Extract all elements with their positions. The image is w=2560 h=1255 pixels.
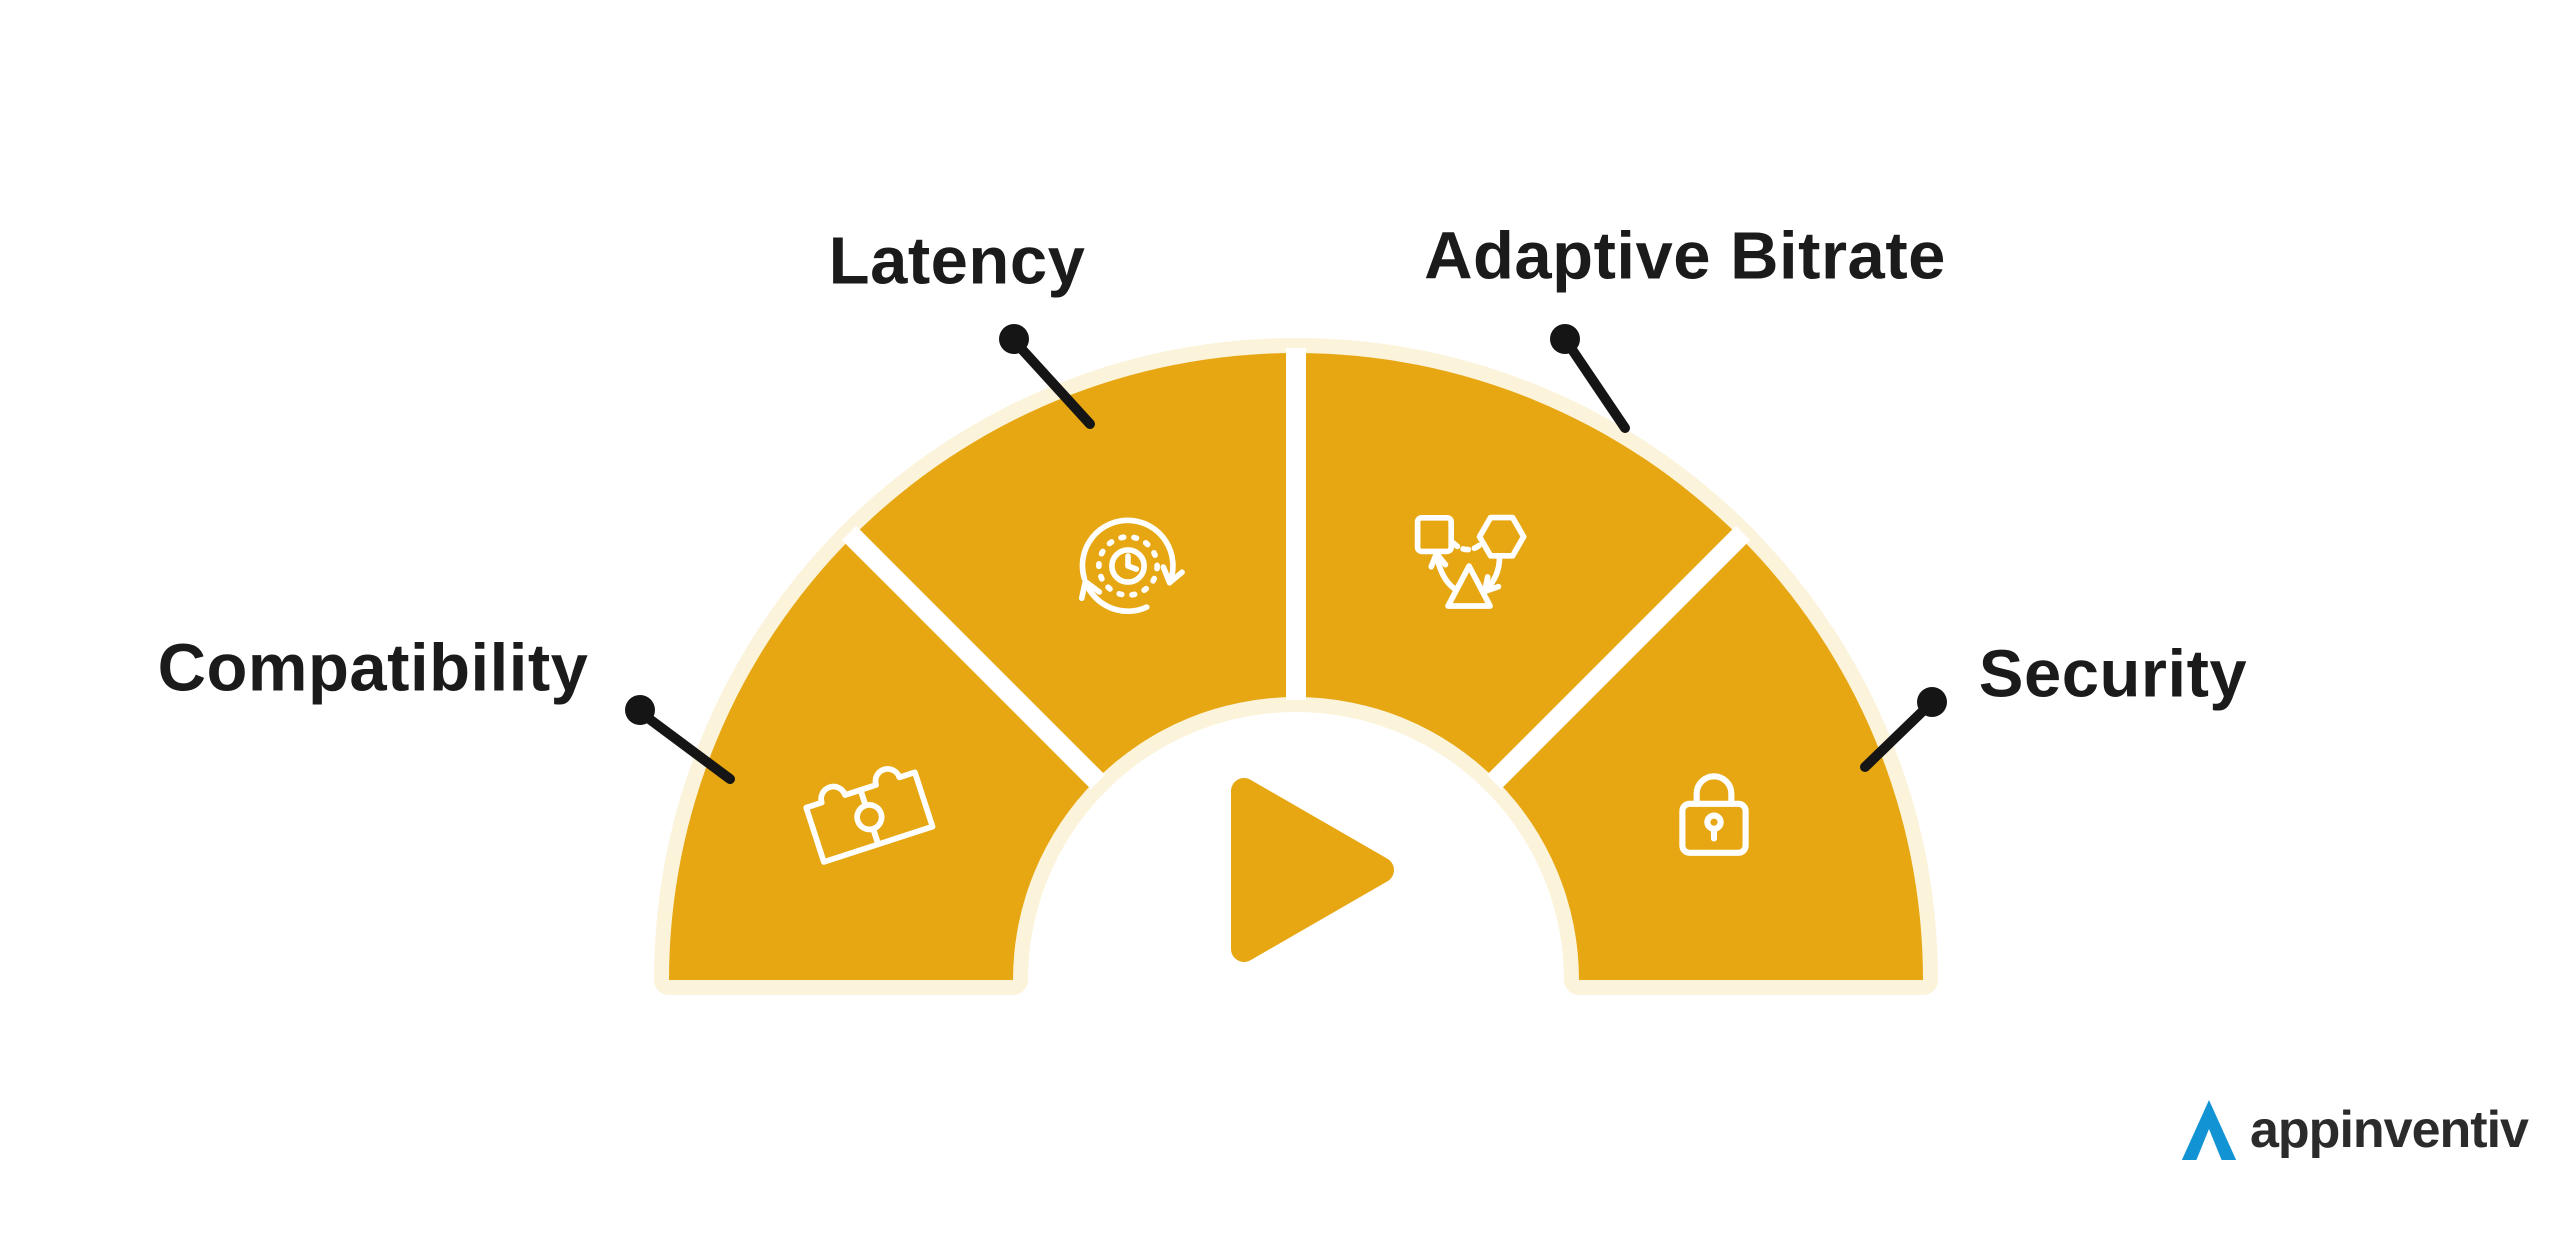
triangle-shape	[1445, 563, 1493, 609]
gauge-body	[654, 338, 1938, 995]
label-latency: Latency	[828, 223, 1086, 299]
lock-icon	[1679, 773, 1749, 856]
callouts	[625, 324, 1947, 784]
callout-adaptive-bitrate	[1550, 324, 1630, 433]
clock-refresh-icon	[1078, 517, 1185, 614]
callout-compatibility	[625, 695, 735, 784]
shapes-cycle-icon	[1414, 514, 1527, 609]
play-icon	[1231, 778, 1394, 962]
square-shape	[1414, 514, 1455, 555]
callout-latency	[999, 324, 1095, 429]
label-security: Security	[1978, 636, 2248, 712]
callout-security	[1860, 687, 1947, 772]
label-compatibility: Compatibility	[157, 630, 589, 706]
brand-logo: appinventiv	[2178, 1096, 2529, 1164]
hexagon-shape	[1476, 514, 1527, 559]
brand-name: appinventiv	[2250, 1101, 2529, 1159]
label-adaptive-bitrate: Adaptive Bitrate	[1424, 218, 1946, 294]
segment-dividers	[841, 348, 1751, 790]
puzzle-icon	[803, 766, 936, 865]
appinventiv-triangle-icon	[2181, 1099, 2237, 1161]
